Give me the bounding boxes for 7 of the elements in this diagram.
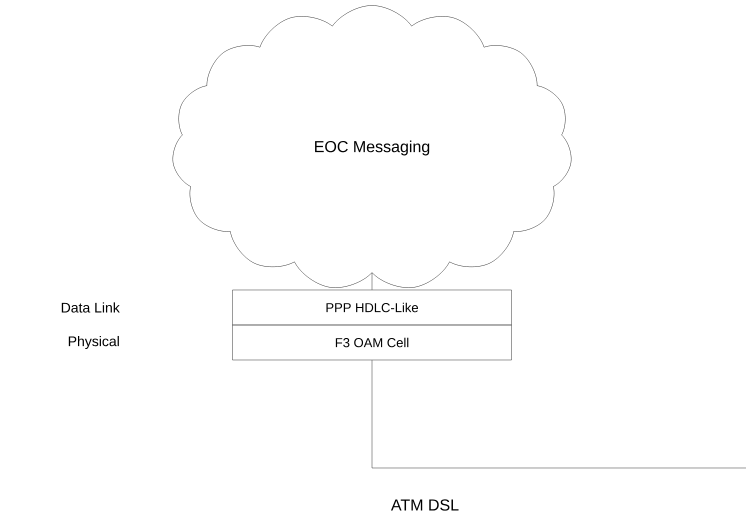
connector-line bbox=[372, 360, 746, 468]
cloud: EOC Messaging bbox=[172, 5, 572, 288]
layer-box: F3 OAM Cell bbox=[232, 324, 512, 360]
edge-label: ATM DSL bbox=[390, 498, 460, 512]
layer-name: Data Link bbox=[62, 302, 120, 313]
layer-name: Physical bbox=[68, 336, 119, 350]
layer-box: PPP HDLC-Like bbox=[232, 290, 512, 326]
